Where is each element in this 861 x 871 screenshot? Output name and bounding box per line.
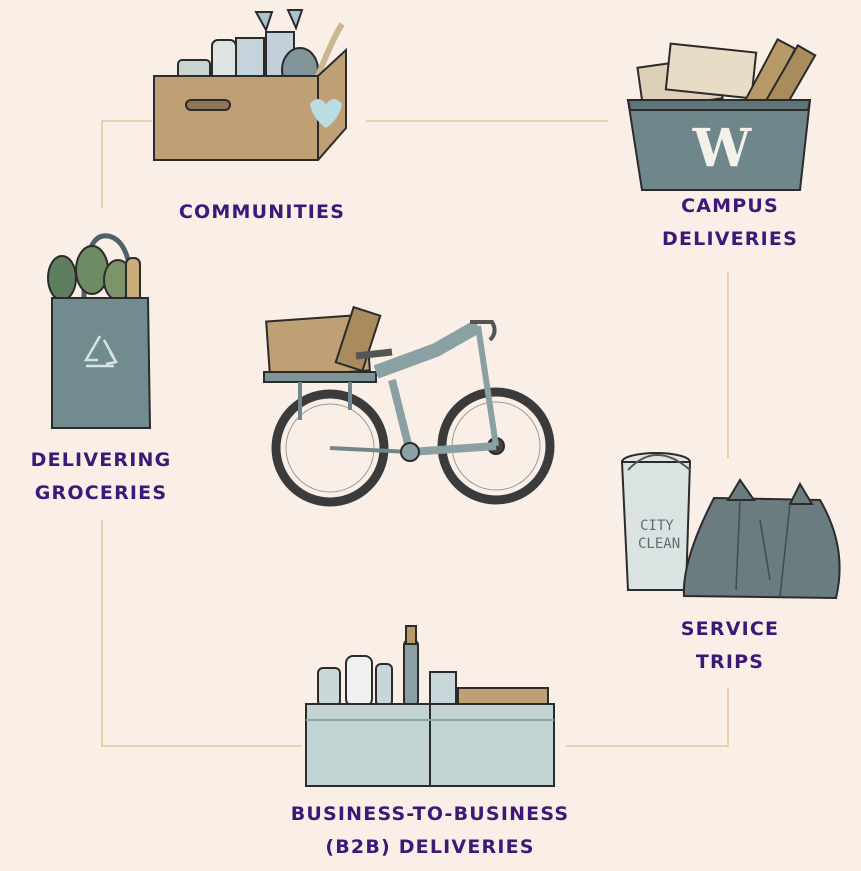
- recycle-icon: [83, 335, 118, 368]
- label-delivering-groceries: DELIVERING GROCERIES: [0, 444, 202, 510]
- crate-w-letter: W: [692, 118, 753, 179]
- bottle-crate-icon: [305, 625, 555, 787]
- label-campus-line-1: CAMPUS: [681, 195, 779, 217]
- grocery-donation-box-icon: [153, 9, 347, 161]
- label-communities-line-1: COMMUNITIES: [178, 201, 346, 223]
- label-b2b-deliveries: BUSINESS-TO-BUSINESS (B2B) DELIVERIES: [230, 798, 630, 864]
- label-service-trips: SERVICE TRIPS: [650, 613, 810, 679]
- label-campus-line-2: DELIVERIES: [662, 228, 798, 250]
- cargo-ebike-icon: [263, 305, 555, 507]
- label-groceries-line-2: GROCERIES: [34, 482, 168, 504]
- label-b2b-line-1: BUSINESS-TO-BUSINESS: [290, 803, 570, 825]
- connector-communities-groceries: [101, 120, 152, 208]
- connector-lines: [101, 120, 729, 747]
- trash-bucket-bags-icon: [620, 452, 841, 600]
- label-communities: COMMUNITIES: [162, 196, 362, 229]
- connector-service-b2b: [566, 688, 729, 747]
- label-b2b-line-2: (B2B) DELIVERIES: [325, 836, 535, 858]
- connector-groceries-b2b: [101, 520, 302, 747]
- label-service-line-2: TRIPS: [695, 651, 765, 673]
- campus-crate-icon: [626, 38, 817, 191]
- label-campus-deliveries: CAMPUS DELIVERIES: [620, 190, 840, 256]
- recycle-tote-bag-icon: [47, 233, 152, 429]
- bucket-text-line-1: CITY: [640, 518, 674, 534]
- bucket-text-line-2: CLEAN: [638, 536, 680, 552]
- label-service-line-1: SERVICE: [680, 618, 780, 640]
- label-groceries-line-1: DELIVERING: [30, 449, 172, 471]
